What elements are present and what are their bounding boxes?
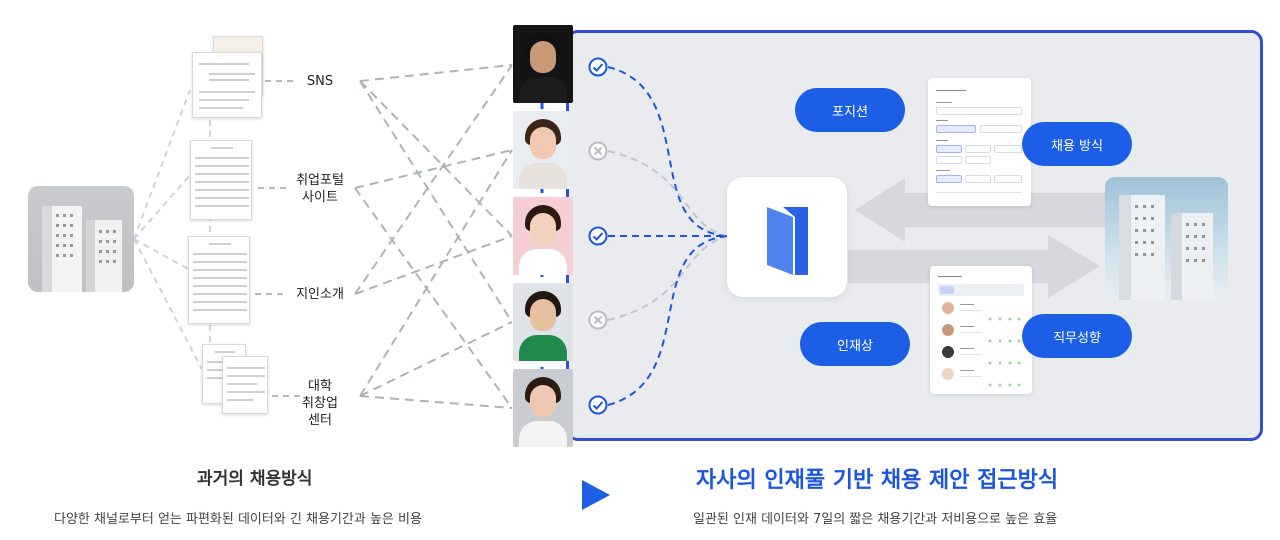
channel-job-portal-line2: 사이트 (302, 190, 338, 205)
curve-2 (607, 150, 728, 237)
avatar (942, 368, 954, 380)
document-referral (188, 236, 250, 324)
avatar (942, 324, 954, 336)
document-job-portal (190, 140, 252, 220)
arrow-left-icon (855, 178, 1105, 242)
filter-bar (938, 284, 1024, 296)
x-circle-icon (588, 141, 608, 161)
fan-line-1 (133, 89, 191, 240)
pill-job-disposition-label: 직무성향 (1053, 330, 1101, 346)
pill-job-disposition: 직무성향 (1022, 314, 1132, 358)
pill-position-label: 포지션 (832, 104, 868, 120)
new-method-subtitle: 일관된 인재 데이터와 7일의 짧은 채용기간과 저비용으로 높은 효율 (693, 512, 1058, 527)
pill-hiring-method: 채용 방식 (1022, 122, 1132, 166)
old-method-subtitle: 다양한 채널로부터 얻는 파편화된 데이터와 긴 채용기간과 높은 비용 (54, 512, 422, 527)
play-arrow-icon (582, 480, 610, 510)
old-method-title: 과거의 채용방식 (197, 469, 313, 489)
pill-ideal-talent: 인재상 (800, 322, 910, 366)
talent-pool-logo-card (727, 177, 847, 297)
avatar (942, 302, 954, 314)
channel-referral: 지인소개 (290, 286, 350, 303)
channel-referral-label: 지인소개 (296, 287, 344, 302)
curve-5 (607, 235, 728, 406)
pill-position: 포지션 (795, 88, 905, 132)
candidate-photo-2 (513, 111, 573, 189)
candidate-photo-3 (513, 197, 573, 275)
skill-dots (986, 372, 1022, 387)
filter-chip (940, 286, 954, 294)
candidate-photo-4 (513, 283, 573, 361)
company-building-image-left (28, 186, 134, 292)
channel-sns: SNS (300, 73, 340, 90)
candidate-list-card (930, 266, 1032, 394)
curve-4 (607, 235, 728, 321)
document-sns (192, 52, 262, 118)
curve-1 (607, 66, 728, 237)
fan-line-4 (133, 238, 206, 376)
pill-hiring-method-label: 채용 방식 (1051, 138, 1103, 154)
cross-1 (359, 64, 513, 82)
building-icon (42, 206, 122, 292)
x-circle-icon (588, 310, 608, 330)
new-method-title: 자사의 인재풀 기반 채용 제안 접근방식 (696, 468, 1059, 493)
channel-university-line2: 취창업 (302, 396, 338, 411)
channel-job-portal-line1: 취업포털 (296, 173, 344, 188)
channel-sns-label: SNS (306, 74, 334, 89)
check-circle-icon (588, 395, 608, 415)
check-circle-icon (588, 57, 608, 77)
channel-university-line3: 센터 (308, 413, 332, 428)
channel-university: 대학 취창업 센터 (295, 378, 345, 429)
fan-line-3 (133, 238, 191, 271)
skill-dots (986, 306, 1022, 321)
avatar (942, 346, 954, 358)
pill-ideal-talent-label: 인재상 (837, 338, 873, 354)
company-building-image-right (1105, 177, 1228, 300)
check-circle-icon (588, 226, 608, 246)
hiring-request-form-card (928, 78, 1031, 206)
skill-dots (986, 328, 1022, 343)
channel-job-portal: 취업포털 사이트 (290, 172, 350, 206)
candidate-photo-1 (513, 25, 573, 103)
document-university (222, 356, 268, 414)
talent-pool-logo-icon (767, 207, 808, 275)
fan-line-2 (133, 174, 191, 240)
candidate-photo-5 (513, 369, 573, 447)
channel-university-line1: 대학 (308, 379, 332, 394)
building-icon (1119, 195, 1213, 300)
skill-dots (986, 350, 1022, 365)
